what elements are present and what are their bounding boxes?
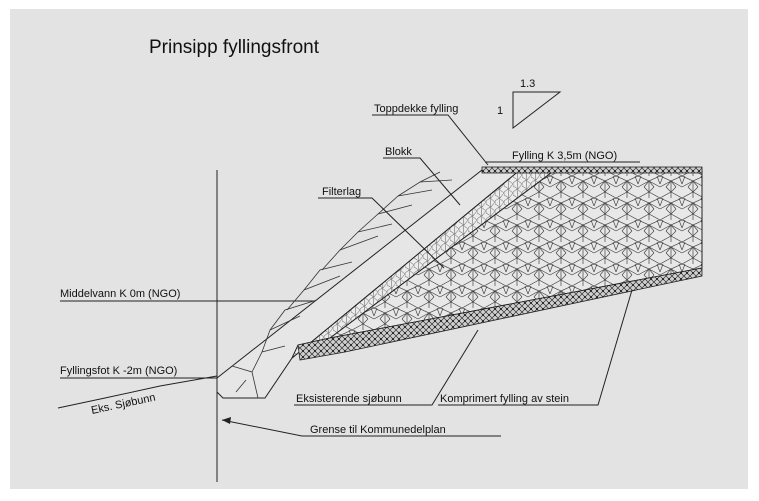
slope-vertical-value: 1 <box>497 105 503 117</box>
block-stones <box>231 171 453 399</box>
slope-triangle <box>512 91 562 130</box>
existing-seabed-line <box>57 375 218 409</box>
seabed-gravel-band <box>297 267 703 361</box>
label-eksisterende: Eksisterende sjøbunn <box>296 393 402 405</box>
label-fyllingsfot: Fyllingsfot K -2m (NGO) <box>60 365 177 377</box>
label-filterlag: Filterlag <box>322 186 361 198</box>
boundary-arrowhead <box>222 417 231 424</box>
top-cover-layer <box>481 166 703 174</box>
label-sjobunn: Eks. Sjøbunn <box>90 392 156 417</box>
slope-horizontal-value: 1.3 <box>520 78 535 90</box>
diagram-title: Prinsipp fyllingsfront <box>149 37 320 58</box>
label-blokk: Blokk <box>385 146 412 158</box>
label-komprimert: Komprimert fylling av stein <box>440 393 569 405</box>
label-toppdekke: Toppdekke fylling <box>374 103 458 115</box>
leader-lines <box>221 114 640 437</box>
label-fylling-top: Fylling K 3,5m (NGO) <box>512 150 617 162</box>
label-grense: Grense til Kommunedelplan <box>310 424 446 436</box>
label-middelvann: Middelvann K 0m (NGO) <box>60 288 180 300</box>
